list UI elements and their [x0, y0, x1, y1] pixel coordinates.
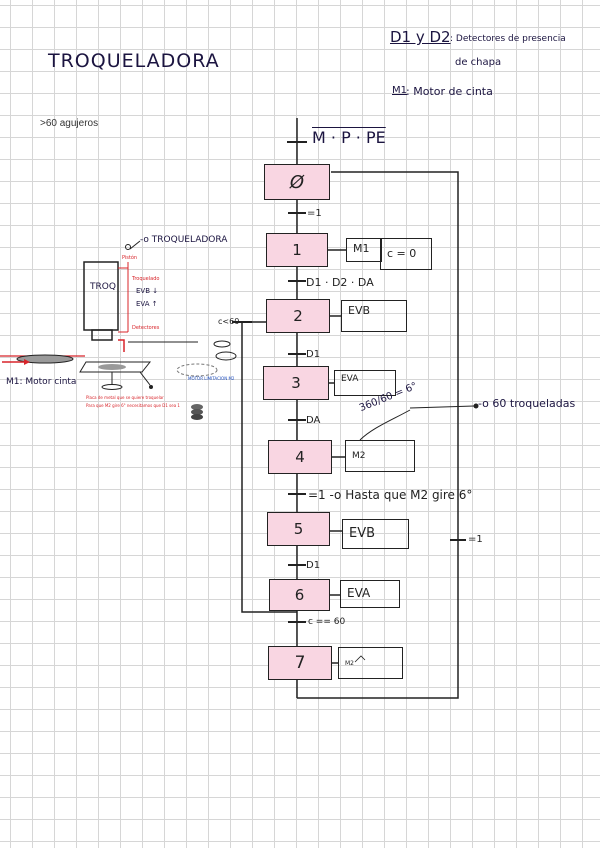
step-4: 4	[268, 440, 332, 474]
diagram-title: TROQUELADORA	[48, 50, 220, 72]
legend-detectors-text: : Detectores de presencia	[450, 34, 566, 44]
transition-4: =1 -o Hasta que M2 gire 6°	[308, 488, 473, 502]
step-5: 5	[267, 512, 330, 546]
sketch-punch-note: Troquelado	[132, 276, 160, 282]
sketch-red-note-2: Para que M2 gire 6° necesitamos que D1 s…	[86, 403, 180, 408]
legend-detectors-key: D1 y D2	[390, 28, 451, 46]
troqueladas-annotation: -o 60 troqueladas	[478, 397, 576, 410]
transition-6: c == 60	[308, 617, 346, 627]
transition-3: DA	[306, 415, 321, 426]
sketch-red-note-1: Placa de metal que se quiere troquelar	[86, 395, 164, 400]
action-step-2: EVB	[341, 300, 407, 332]
sketch-piston-note: Pistón	[122, 255, 138, 261]
action-step-4: M2	[345, 440, 415, 472]
init-condition: M · P · PE	[312, 128, 386, 147]
legend-detectors-text-2: de chapa	[455, 57, 502, 68]
legend-motor-key: M1	[392, 85, 407, 96]
step-3: 3	[263, 366, 329, 400]
action-step-7: M2	[338, 647, 403, 679]
action-step-3: EVA	[334, 370, 396, 396]
sketch-detector-note: Detectores	[132, 325, 160, 331]
transition-5: D1	[306, 560, 321, 571]
holes-note: >60 agujeros	[40, 118, 99, 129]
step-0: Ø	[264, 164, 330, 200]
sketch-machine-label: TROQ	[90, 282, 116, 292]
sketch-eva: EVA ↑	[136, 300, 158, 308]
step-7: 7	[268, 646, 332, 680]
transition-0: =1	[307, 208, 322, 219]
sketch-evb: EVB ↓	[136, 287, 159, 295]
legend-motor-text: : Motor de cinta	[406, 85, 493, 98]
sketch-title: -o TROQUELADORA	[140, 235, 228, 245]
step-2: 2	[266, 299, 330, 333]
transition-return: =1	[468, 534, 483, 545]
transition-2: D1	[306, 349, 321, 360]
transition-loop-back: c<60	[218, 317, 240, 326]
action-step-1-counter: c = 0	[380, 238, 432, 270]
action-step-1-motor: M1	[346, 238, 382, 262]
action-step-5: EVB	[342, 519, 409, 549]
sketch-motor-label: M1: Motor cinta	[6, 377, 77, 387]
action-step-6: EVA	[340, 580, 400, 608]
transition-1: D1 · D2 · DA	[306, 276, 374, 289]
step-1: 1	[266, 233, 328, 267]
sketch-blue-note: MOTOR LIMITACION M2	[188, 376, 235, 381]
step-6: 6	[269, 579, 330, 611]
